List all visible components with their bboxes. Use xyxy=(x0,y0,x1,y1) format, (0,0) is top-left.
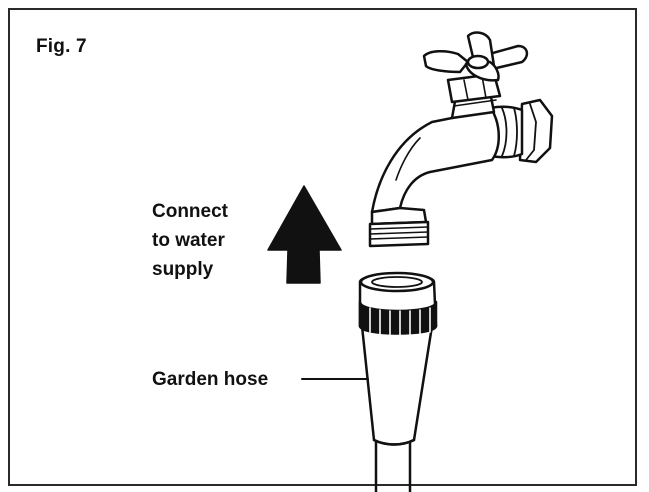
garden-hose-label: Garden hose xyxy=(152,369,269,390)
callout-line-3: supply xyxy=(152,259,214,280)
callout-line-2: to water xyxy=(152,230,225,251)
arrow-up-icon xyxy=(267,185,342,284)
garden-hose-icon xyxy=(358,271,438,492)
callout-line-1: Connect xyxy=(152,201,228,222)
figure-frame xyxy=(8,8,637,486)
connect-callout: Connect to water supply xyxy=(152,197,272,284)
figure-label: Fig. 7 xyxy=(36,36,87,57)
faucet-icon xyxy=(368,31,554,248)
